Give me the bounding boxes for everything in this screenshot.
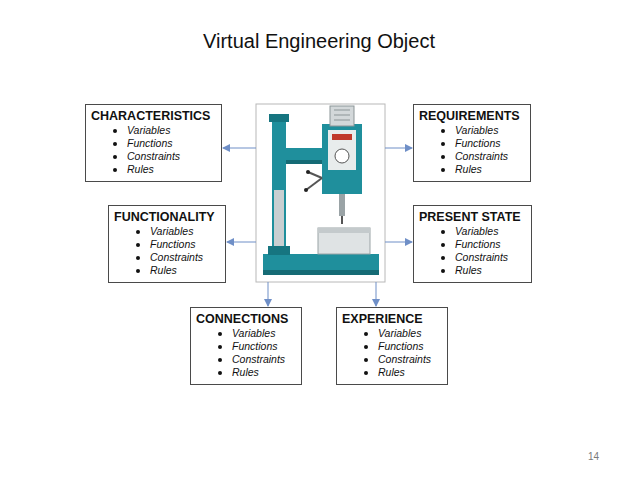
bullet-text: Constraints xyxy=(127,150,180,163)
bullet-row: Constraints xyxy=(419,150,522,163)
bullet-row: Functions xyxy=(196,340,293,353)
bullet-row: Variables xyxy=(114,225,217,238)
arrow xyxy=(376,282,377,306)
bullet-text: Functions xyxy=(455,238,501,251)
arrow xyxy=(227,242,256,243)
bullet-dot xyxy=(136,256,140,260)
bullet-row: Rules xyxy=(419,163,522,176)
bullet-row: Constraints xyxy=(196,353,293,366)
bullet-text: Variables xyxy=(455,124,498,137)
link-arrows xyxy=(223,148,412,306)
bullet-dot xyxy=(441,230,445,234)
box-heading: PRESENT STATE xyxy=(419,210,523,225)
bullet-text: Variables xyxy=(455,225,498,238)
bullet-dot xyxy=(113,129,117,133)
bullet-dot xyxy=(136,269,140,273)
bullet-dot xyxy=(364,345,368,349)
arrow xyxy=(268,282,269,306)
bullet-row: Functions xyxy=(91,137,213,150)
box-heading: REQUIREMENTS xyxy=(419,109,522,124)
attribute-box: REQUIREMENTSVariablesFunctionsConstraint… xyxy=(413,104,531,182)
bullet-dot xyxy=(218,371,222,375)
bullet-row: Rules xyxy=(419,264,523,277)
box-heading: FUNCTIONALITY xyxy=(114,210,217,225)
bullet-dot xyxy=(218,345,222,349)
bullet-text: Functions xyxy=(232,340,278,353)
bullet-row: Constraints xyxy=(342,353,439,366)
bullet-dot xyxy=(364,371,368,375)
bullet-row: Variables xyxy=(419,124,522,137)
bullet-text: Constraints xyxy=(455,150,508,163)
bullet-text: Functions xyxy=(455,137,501,150)
drill-press-picture xyxy=(256,104,385,282)
bullet-row: Constraints xyxy=(114,251,217,264)
bullet-dot xyxy=(218,358,222,362)
attribute-box: CHARACTERISTICSVariablesFunctionsConstra… xyxy=(85,104,222,182)
page-number: 14 xyxy=(588,451,599,462)
bullet-row: Variables xyxy=(419,225,523,238)
diagram-title: Virtual Engineering Object xyxy=(0,30,638,53)
bullet-text: Functions xyxy=(150,238,196,251)
arrow xyxy=(223,148,256,149)
bullet-row: Constraints xyxy=(419,251,523,264)
bullet-text: Functions xyxy=(378,340,424,353)
bullet-dot xyxy=(441,168,445,172)
bullet-row: Functions xyxy=(419,238,523,251)
arrow xyxy=(385,242,412,243)
bullet-row: Rules xyxy=(342,366,439,379)
arrow xyxy=(385,148,412,149)
bullet-dot xyxy=(441,155,445,159)
attribute-box: FUNCTIONALITYVariablesFunctionsConstrain… xyxy=(108,205,226,283)
bullet-text: Constraints xyxy=(455,251,508,264)
bullet-row: Functions xyxy=(342,340,439,353)
bullet-text: Constraints xyxy=(232,353,285,366)
attribute-box: EXPERIENCEVariablesFunctionsConstraintsR… xyxy=(336,307,448,385)
bullet-row: Variables xyxy=(91,124,213,137)
box-heading: EXPERIENCE xyxy=(342,312,439,327)
bullet-dot xyxy=(441,269,445,273)
attribute-box: CONNECTIONSVariablesFunctionsConstraints… xyxy=(190,307,302,385)
bullet-text: Rules xyxy=(232,366,259,379)
bullet-dot xyxy=(113,155,117,159)
bullet-text: Variables xyxy=(127,124,170,137)
bullet-dot xyxy=(218,332,222,336)
bullet-row: Variables xyxy=(196,327,293,340)
box-heading: CONNECTIONS xyxy=(196,312,293,327)
bullet-text: Rules xyxy=(150,264,177,277)
bullet-row: Functions xyxy=(114,238,217,251)
bullet-text: Functions xyxy=(127,137,173,150)
bullet-text: Constraints xyxy=(378,353,431,366)
bullet-dot xyxy=(441,243,445,247)
bullet-row: Rules xyxy=(114,264,217,277)
bullet-dot xyxy=(113,142,117,146)
bullet-text: Rules xyxy=(455,163,482,176)
bullet-row: Constraints xyxy=(91,150,213,163)
bullet-text: Variables xyxy=(378,327,421,340)
bullet-dot xyxy=(113,168,117,172)
bullet-row: Rules xyxy=(196,366,293,379)
bullet-text: Rules xyxy=(378,366,405,379)
bullet-dot xyxy=(136,243,140,247)
bullet-text: Rules xyxy=(127,163,154,176)
bullet-dot xyxy=(441,142,445,146)
bullet-row: Functions xyxy=(419,137,522,150)
box-heading: CHARACTERISTICS xyxy=(91,109,213,124)
bullet-dot xyxy=(136,230,140,234)
attribute-box: PRESENT STATEVariablesFunctionsConstrain… xyxy=(413,205,532,283)
bullet-row: Variables xyxy=(342,327,439,340)
bullet-text: Rules xyxy=(455,264,482,277)
bullet-dot xyxy=(441,129,445,133)
bullet-dot xyxy=(441,256,445,260)
bullet-text: Constraints xyxy=(150,251,203,264)
bullet-dot xyxy=(364,332,368,336)
bullet-row: Rules xyxy=(91,163,213,176)
bullet-text: Variables xyxy=(150,225,193,238)
bullet-dot xyxy=(364,358,368,362)
bullet-text: Variables xyxy=(232,327,275,340)
